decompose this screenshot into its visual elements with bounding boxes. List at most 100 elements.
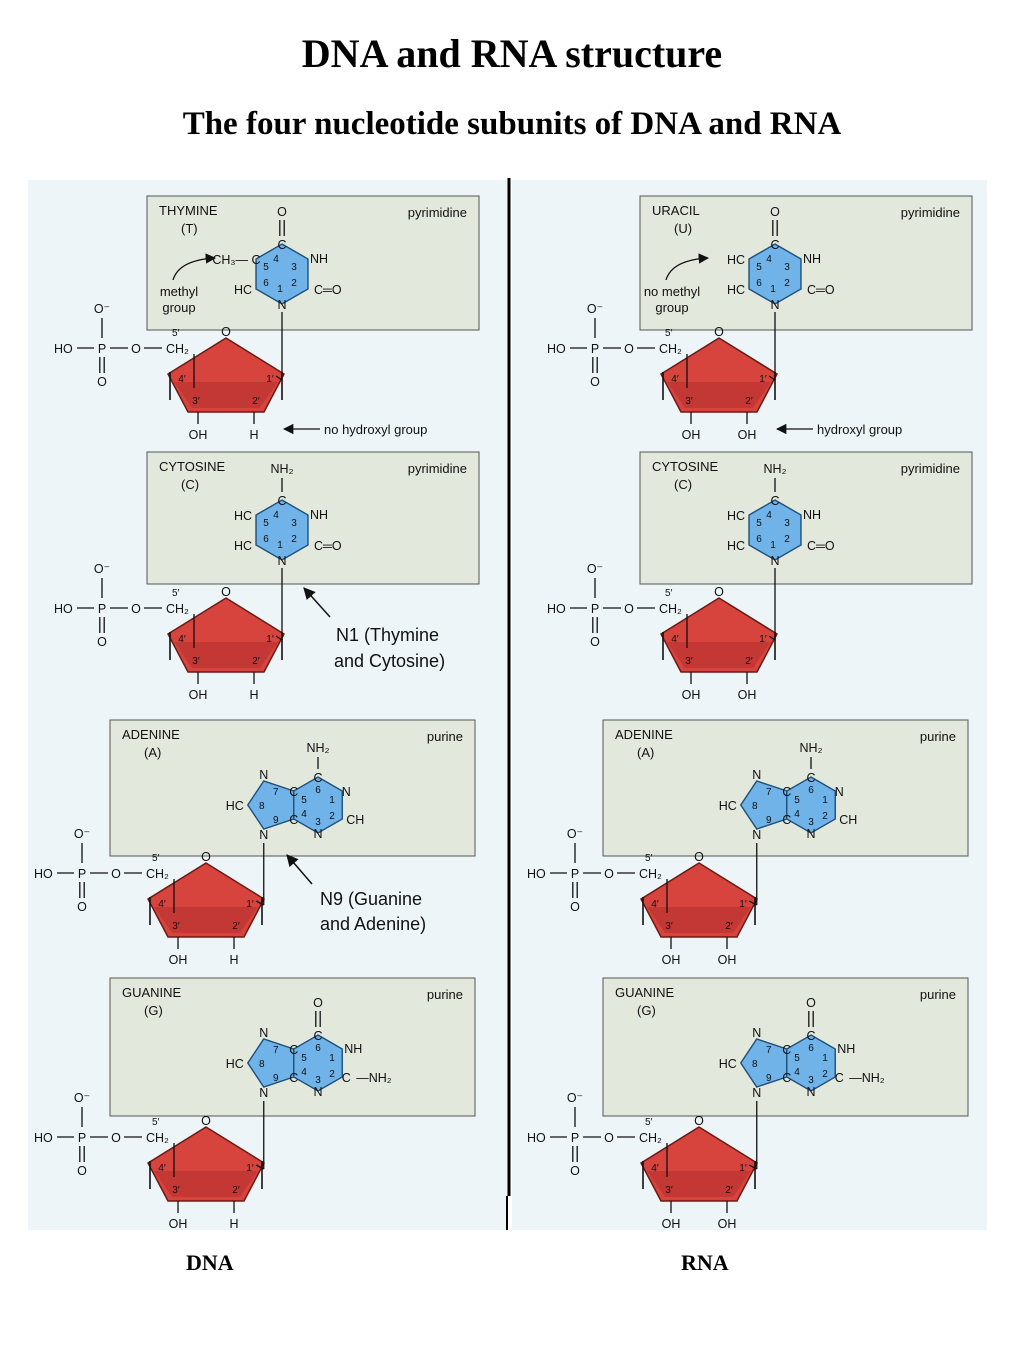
ring-c5: HC <box>727 253 745 267</box>
ring-number-4: 4 <box>301 1067 307 1078</box>
sugar-3-oh: OH <box>189 428 208 442</box>
n1-arrow <box>303 587 331 618</box>
n1-annotation-line-1: N1 (Thymine <box>336 625 439 645</box>
sugar-3-oh: OH <box>682 428 701 442</box>
ring-n9: N <box>259 1086 268 1100</box>
ring-number-5: 5 <box>263 262 269 273</box>
phosphate-ho: HO <box>54 602 73 616</box>
phosphate-ho: HO <box>34 1131 53 1145</box>
ring-n9: N <box>752 1086 761 1100</box>
ring-number-2: 2 <box>291 534 297 545</box>
sugar-c1-label: 1′ <box>246 1163 254 1174</box>
ring-number-5: 5 <box>301 1053 307 1064</box>
ring-number-4: 4 <box>766 510 772 521</box>
sugar-ring-edge <box>174 382 278 408</box>
sugar-c5-label: 5′ <box>645 1117 653 1128</box>
sugar-c3-label: 3′ <box>665 1185 673 1196</box>
phosphate-o-minus: O⁻ <box>587 562 603 576</box>
ring-number-8: 8 <box>259 1059 265 1070</box>
sugar-ch2: CH₂ <box>146 867 169 881</box>
phosphate-o-double: O <box>570 900 580 914</box>
ring-n3: N <box>313 827 322 841</box>
glycosidic-bond <box>255 1164 265 1170</box>
ring-c6: C <box>313 771 322 785</box>
sugar-ch2: CH₂ <box>659 342 682 356</box>
base-name: URACIL <box>652 203 700 218</box>
ring-number-6: 6 <box>315 785 321 796</box>
side-label-arrow <box>172 253 217 281</box>
ring-number-5: 5 <box>263 518 269 529</box>
sugar-ring-o: O <box>714 325 724 339</box>
base-abbr: (A) <box>637 745 654 760</box>
base-abbr: (C) <box>181 477 199 492</box>
sugar-c3-label: 3′ <box>172 1185 180 1196</box>
phosphate-o-minus: O⁻ <box>74 1091 90 1105</box>
ring-number-6: 6 <box>263 534 269 545</box>
phosphate-p: P <box>98 342 106 356</box>
ring-c2-carbonyl: C═O <box>314 283 342 297</box>
base-name: GUANINE <box>615 985 675 1000</box>
base-type: purine <box>427 729 463 744</box>
base-type: pyrimidine <box>408 461 467 476</box>
ring-number-6: 6 <box>756 278 762 289</box>
phosphate-o: O <box>624 342 634 356</box>
ring-n1: N <box>770 554 779 568</box>
phosphate-o-minus: O⁻ <box>94 302 110 316</box>
base-panel <box>639 451 973 585</box>
ring-number-2: 2 <box>291 278 297 289</box>
phosphate-o-minus: O⁻ <box>567 827 583 841</box>
ring-number-1: 1 <box>770 284 776 295</box>
base-name: CYTOSINE <box>652 459 719 474</box>
base-panel <box>109 719 476 857</box>
ring-number-4: 4 <box>794 809 800 820</box>
phosphate-o-double: O <box>590 375 600 389</box>
sugar-2-h: H <box>249 428 258 442</box>
phosphate-o-minus: O⁻ <box>567 1091 583 1105</box>
ring-c5: HC <box>727 509 745 523</box>
sugar-2-oh: OH <box>718 953 737 967</box>
ring-number-2: 2 <box>822 1069 828 1080</box>
phosphate-o: O <box>624 602 634 616</box>
glycosidic-bond <box>275 375 283 381</box>
sugar-ring-o: O <box>221 585 231 599</box>
ring-c6: C <box>806 771 815 785</box>
purine-six-ring <box>786 1034 836 1092</box>
base-type: purine <box>427 987 463 1002</box>
sugar-c4-label: 4′ <box>651 899 659 910</box>
sugar-c5-label: 5′ <box>665 328 673 339</box>
base-panel <box>602 977 969 1117</box>
purine-six-ring <box>293 776 343 834</box>
ring-c6: C <box>806 1029 815 1043</box>
sugar-3-oh: OH <box>189 688 208 702</box>
ring-number-8: 8 <box>752 801 758 812</box>
ring-c4: C <box>782 1071 791 1085</box>
phosphate-ho: HO <box>54 342 73 356</box>
glycosidic-bond <box>748 1164 758 1170</box>
ring-c6: C <box>313 1029 322 1043</box>
ring-number-4: 4 <box>301 809 307 820</box>
phosphate-p: P <box>571 867 579 881</box>
sugar-2-oh: OH <box>718 1217 737 1231</box>
sugar-ch2: CH₂ <box>639 867 662 881</box>
ring-n1: N <box>277 298 286 312</box>
base-name: CYTOSINE <box>159 459 226 474</box>
amino-nh2: NH₂ <box>764 462 787 476</box>
base-abbr: (T) <box>181 221 198 236</box>
sugar-c5-label: 5′ <box>665 588 673 599</box>
sugar-2-oh: OH <box>738 688 757 702</box>
sugar-3-oh: OH <box>682 688 701 702</box>
phosphate-ho: HO <box>527 1131 546 1145</box>
base-abbr: (G) <box>144 1003 163 1018</box>
ring-number-2: 2 <box>329 811 335 822</box>
sugar-c2-label: 2′ <box>252 396 260 407</box>
ring-number-3: 3 <box>784 518 790 529</box>
sugar-ch2: CH₂ <box>166 602 189 616</box>
ring-c2: CH <box>346 813 364 827</box>
phosphate-o: O <box>111 1131 121 1145</box>
sugar-c3-label: 3′ <box>192 396 200 407</box>
carbonyl-o: O <box>806 996 816 1010</box>
